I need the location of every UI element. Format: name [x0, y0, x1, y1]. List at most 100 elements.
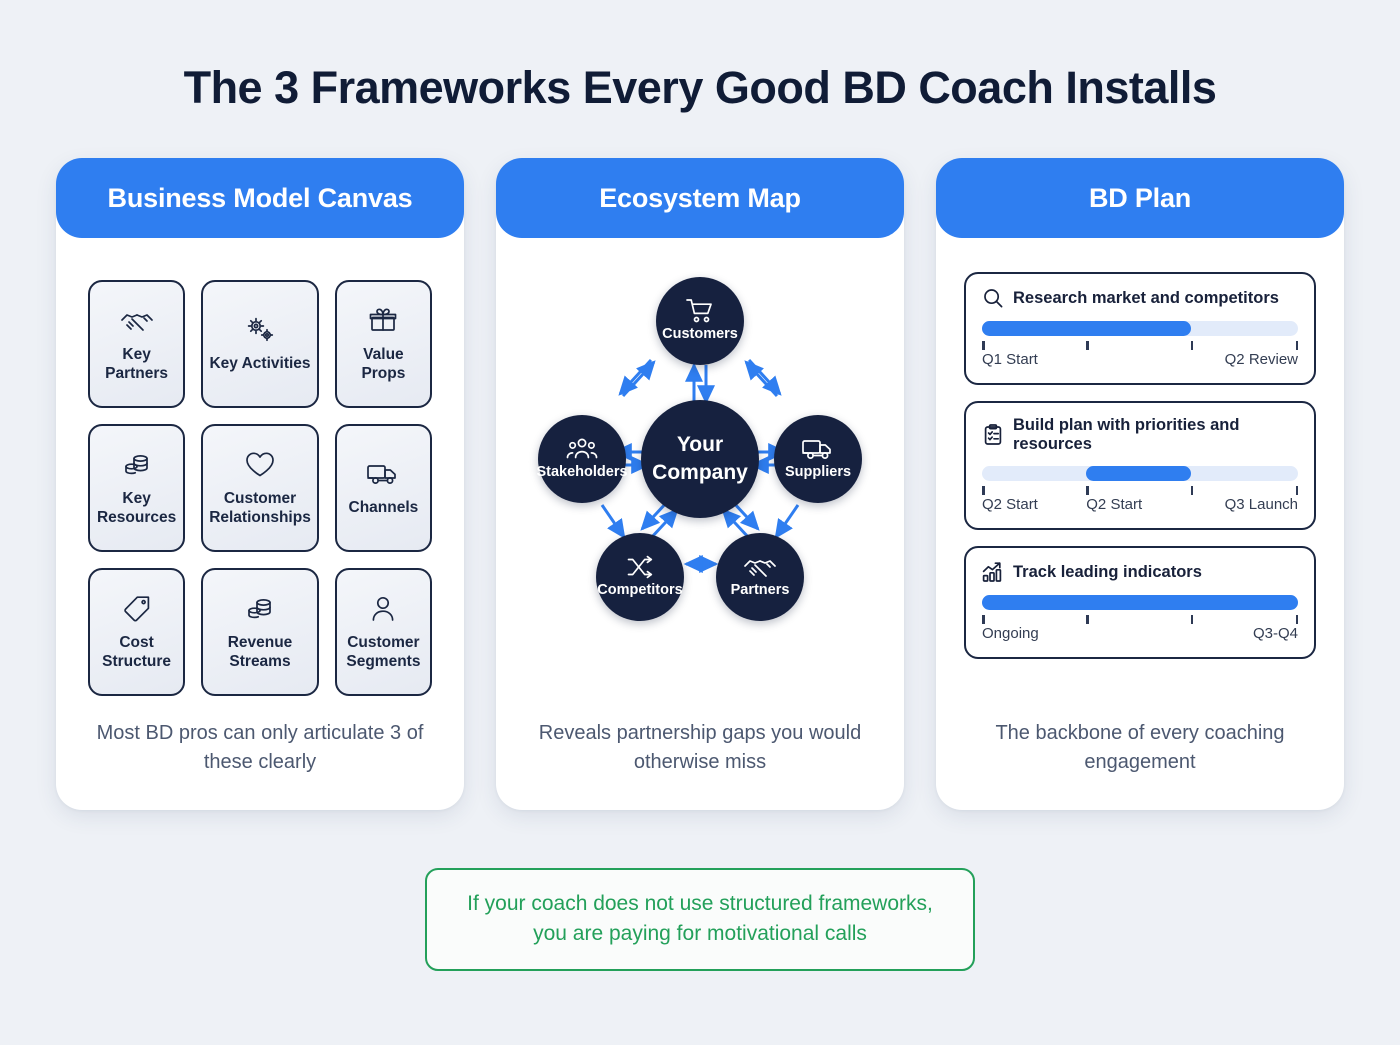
ecosystem-node-label: Competitors — [597, 582, 683, 599]
timeline-fill — [982, 595, 1298, 610]
canvas-cell[interactable]: Customer Segments — [334, 568, 432, 696]
truck-icon — [366, 458, 400, 490]
framework-cards: Business Model Canvas Key Partners Key Ac… — [0, 158, 1400, 810]
gift-icon — [368, 305, 398, 337]
bd-plan-item-header: Track leading indicators — [982, 561, 1298, 583]
ecosystem-node[interactable]: Partners — [716, 533, 804, 621]
timeline-label: Ongoing — [982, 625, 1039, 642]
canvas-cell[interactable]: Channels — [334, 424, 432, 552]
timeline-tick — [982, 486, 985, 495]
ecosystem-node[interactable]: Customers — [656, 277, 744, 365]
card-header-business-model-canvas: Business Model Canvas — [56, 158, 464, 238]
canvas-cell-label: Revenue Streams — [227, 633, 293, 670]
bd-plan-item-title: Build plan with priorities and resources — [1013, 416, 1240, 453]
timeline-label: Q2 Start — [982, 496, 1038, 513]
people-group-icon — [566, 437, 598, 461]
timeline-label: Q2 Start — [1086, 496, 1143, 513]
coins-icon — [245, 593, 275, 625]
timeline-track[interactable] — [982, 321, 1298, 336]
canvas-cell-label: Cost Structure — [102, 633, 172, 670]
canvas-cell-label: Key Resources — [96, 489, 177, 526]
search-icon — [982, 287, 1004, 309]
ecosystem-node[interactable]: Suppliers — [774, 415, 862, 503]
timeline-fill — [1086, 466, 1191, 481]
footer-callout: If your coach does not use structured fr… — [425, 868, 975, 971]
timeline-tick — [1086, 486, 1089, 495]
footer-line-1: If your coach does not use structured fr… — [467, 892, 933, 915]
canvas-cell[interactable]: Key Partners — [88, 280, 186, 408]
ecosystem-node-label: Customers — [662, 326, 738, 343]
card-business-model-canvas: Business Model Canvas Key Partners Key Ac… — [56, 158, 464, 810]
timeline-tick — [1295, 486, 1298, 495]
truck-icon — [801, 437, 835, 461]
card-caption-ecosystem-map: Reveals partnership gaps you would other… — [538, 722, 862, 773]
timeline-tick — [1295, 341, 1298, 350]
timeline-labels: Ongoing Q3-Q4 — [982, 625, 1298, 645]
timeline-tick — [1295, 615, 1298, 624]
canvas-cell-label: Customer Relationships — [209, 489, 311, 526]
footer-line-2: you are paying for motivational calls — [533, 922, 867, 946]
card-caption-bd-plan: The backbone of every coaching engagemen… — [995, 722, 1285, 773]
bd-plan-item[interactable]: Build plan with priorities and resources… — [964, 401, 1316, 530]
ecosystem-center-label: Company — [652, 461, 748, 484]
page-title: The 3 Frameworks Every Good BD Coach Ins… — [183, 62, 1217, 113]
ecosystem-node-label: Stakeholders — [536, 464, 628, 481]
timeline-tick — [982, 615, 985, 624]
shuffle-icon — [626, 555, 654, 579]
timeline-tick — [1086, 341, 1089, 350]
ecosystem-node-label: Suppliers — [784, 464, 852, 481]
coins-icon — [122, 449, 152, 481]
canvas-cell[interactable]: Key Activities — [201, 280, 319, 408]
card-ecosystem-map: Ecosystem Map — [496, 158, 904, 810]
timeline-ticks — [982, 486, 1298, 496]
handshake-icon — [743, 555, 777, 579]
trending-bar-chart-icon — [982, 561, 1004, 583]
ecosystem-node[interactable]: Competitors — [596, 533, 684, 621]
canvas-cell[interactable]: Cost Structure — [88, 568, 186, 696]
shopping-cart-icon — [685, 299, 715, 323]
canvas-cell[interactable]: Value Props — [334, 280, 432, 408]
bd-plan-item-header: Research market and competitors — [982, 287, 1298, 309]
timeline-label: Q3-Q4 — [1252, 625, 1298, 642]
canvas-cell[interactable]: Key Resources — [88, 424, 186, 552]
handshake-icon — [120, 305, 154, 337]
gears-icon — [244, 314, 276, 346]
timeline-track[interactable] — [982, 466, 1298, 481]
ecosystem-center-label: Your — [676, 432, 724, 456]
canvas-cell[interactable]: Revenue Streams — [201, 568, 319, 696]
canvas-cell[interactable]: Customer Relationships — [201, 424, 319, 552]
timeline-tick — [1086, 615, 1089, 624]
heart-icon — [244, 449, 276, 481]
card-caption-business-model-canvas: Most BD pros can only articulate 3 of th… — [96, 722, 424, 773]
timeline-tick — [1190, 341, 1194, 350]
timeline-label: Q2 Review — [1224, 351, 1298, 368]
tag-icon — [122, 593, 152, 625]
timeline-labels: Q2 Start Q2 Start Q3 Launch — [982, 496, 1298, 516]
bd-plan-item-title: Research market and competitors — [1013, 288, 1279, 307]
ecosystem-node[interactable]: Stakeholders — [536, 415, 628, 503]
timeline-label: Q1 Start — [982, 351, 1038, 368]
timeline-label: Q3 Launch — [1224, 496, 1298, 513]
ecosystem-node-label: Partners — [730, 582, 790, 599]
bd-plan-item-title: Track leading indicators — [1013, 562, 1202, 581]
canvas-cell-label: Value Props — [361, 345, 406, 382]
timeline-tick — [982, 341, 985, 350]
canvas-cell-label: Key Activities — [209, 355, 311, 373]
timeline-labels: Q1 Start Q2 Review — [982, 351, 1298, 371]
card-header-bd-plan: BD Plan — [936, 158, 1344, 238]
timeline-tick — [1190, 486, 1194, 495]
card-header-ecosystem-map: Ecosystem Map — [496, 158, 904, 238]
timeline-tick — [1190, 615, 1194, 624]
timeline-track[interactable] — [982, 595, 1298, 610]
canvas-cell-label: Key Partners — [105, 345, 169, 382]
